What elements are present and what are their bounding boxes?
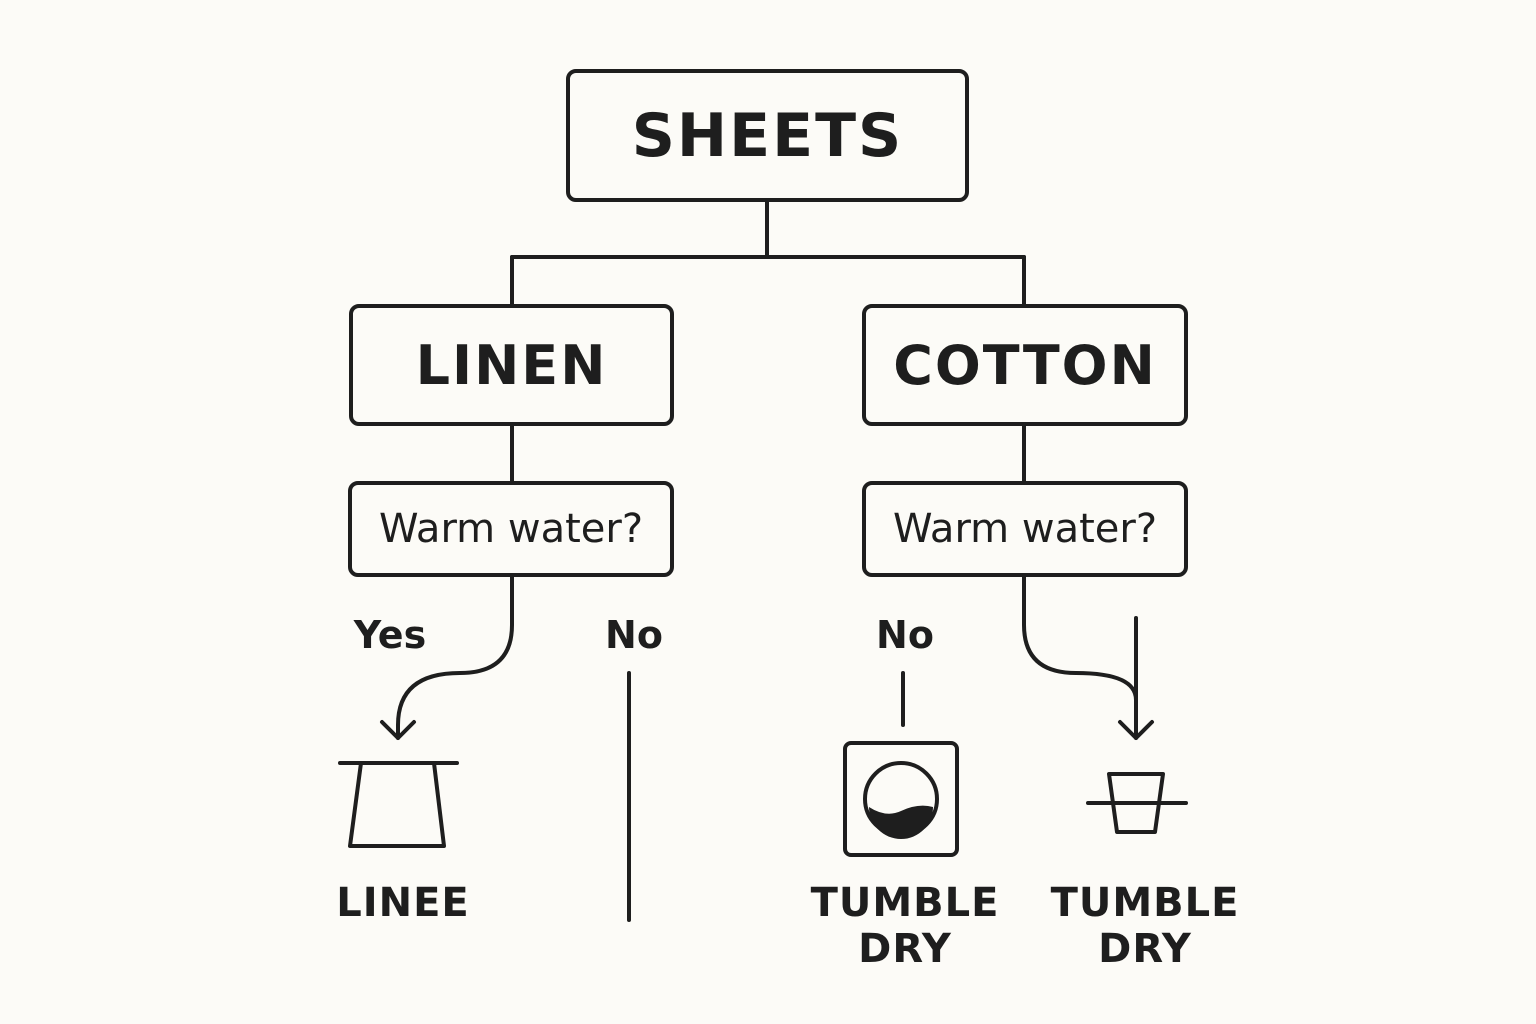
arrow-cotton-curve: [1022, 575, 1138, 702]
linen-question-label: Warm water?: [378, 506, 644, 552]
outcome-label-cotton-no-line1: TUMBLE: [810, 880, 1000, 926]
outcome-label-cotton-no-line2: DRY: [858, 926, 952, 972]
cotton-node-label: COTTON: [893, 333, 1157, 397]
arrow-cotton-yes-head: [1118, 720, 1154, 740]
linen-node-label: LINEN: [415, 333, 608, 397]
wash-tub-icon: [338, 761, 459, 848]
arrow-linen-yes-head: [380, 720, 416, 740]
cotton-question-node: Warm water?: [862, 481, 1188, 577]
outcome-label-linen-yes: LINEE: [336, 880, 470, 926]
branch-label-linen-yes: Yes: [353, 613, 427, 657]
linen-question-node: Warm water?: [348, 481, 674, 577]
outcome-label-cotton-yes-line1: TUMBLE: [1050, 880, 1240, 926]
cotton-node: COTTON: [862, 304, 1188, 426]
arrow-linen-yes: [396, 575, 514, 740]
outcome-label-cotton-no: TUMBLE DRY: [800, 880, 1010, 972]
washing-machine-water: [869, 805, 933, 839]
branch-label-linen-no: No: [605, 613, 663, 657]
cotton-question-label: Warm water?: [892, 506, 1158, 552]
branch-label-cotton-no: No: [876, 613, 934, 657]
root-node-label: SHEETS: [631, 100, 904, 171]
root-node: SHEETS: [566, 69, 969, 202]
outcome-label-cotton-yes: TUMBLE DRY: [1040, 880, 1250, 972]
outcome-label-cotton-yes-line2: DRY: [1098, 926, 1192, 972]
linen-node: LINEN: [349, 304, 674, 426]
tumble-dry-icon: [1086, 772, 1188, 834]
